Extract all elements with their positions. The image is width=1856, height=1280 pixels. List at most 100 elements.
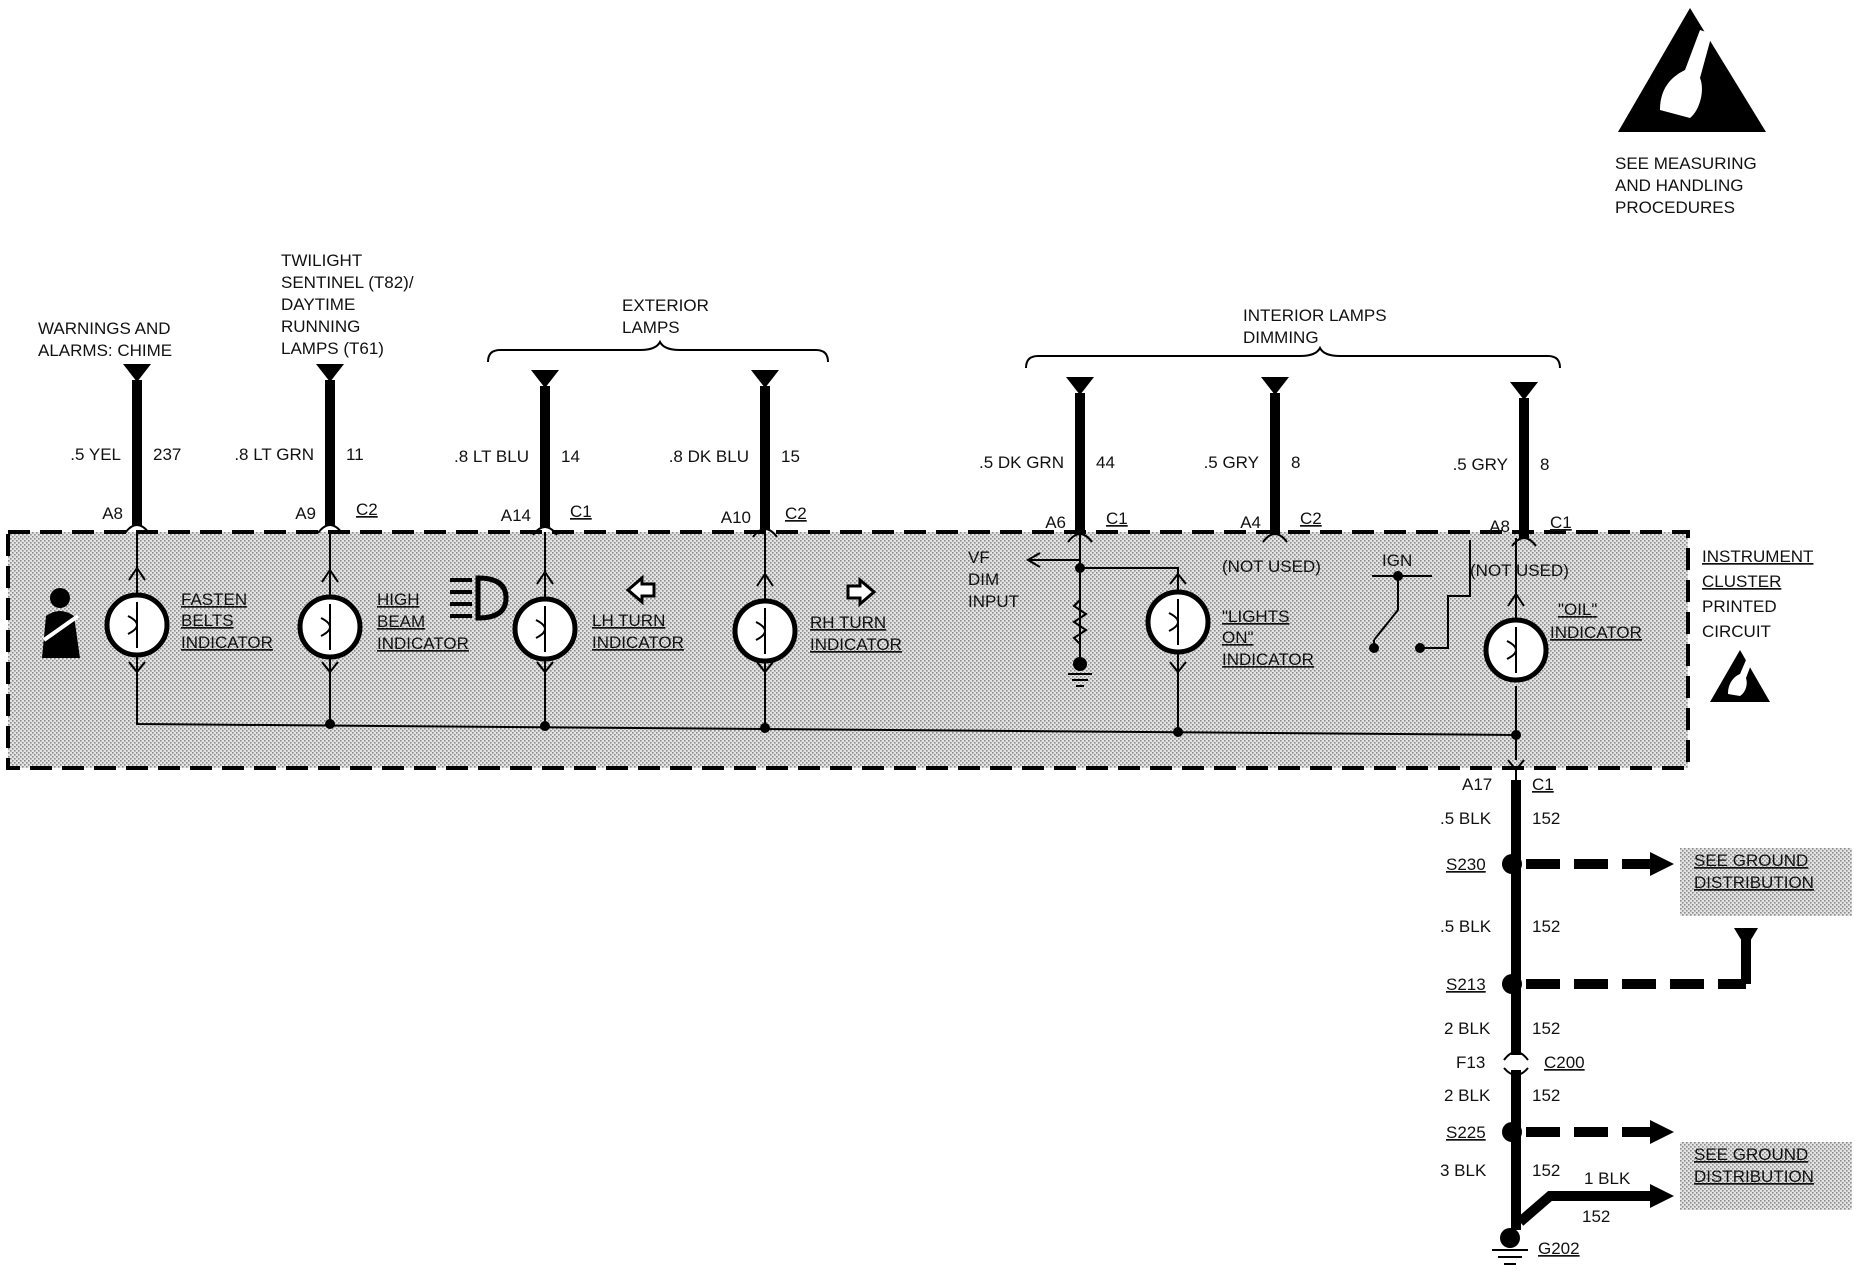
high-beam-label-2: BEAM [377,612,425,631]
cluster-label-line2: CLUSTER [1702,572,1781,591]
rh-turn-label-1: RH TURN [810,613,886,632]
cluster-label-line3: PRINTED [1702,597,1777,616]
ground-seg5-gauge: 3 BLK [1440,1161,1487,1180]
internal-ground-bus [136,668,1519,736]
wire-pin-label: A6 [1045,513,1066,532]
ground-seg1-gauge: .5 BLK [1440,809,1492,828]
wire-terminal-icon [1510,382,1538,400]
ground-s213-label: S213 [1446,975,1486,994]
high-beam-label-1: HIGH [377,590,420,609]
wire-pin-label: A9 [295,504,316,523]
wire-pin-label: A8 [102,504,123,523]
fasten-label-2: BELTS [181,611,234,630]
lh-arrow-icon [625,574,656,606]
wire-connector-label: C1 [1550,513,1572,532]
wire-pin-label: A8 [1489,517,1510,536]
ground-seg5-circuit: 152 [1532,1161,1560,1180]
ground-f13-label: F13 [1456,1053,1485,1072]
connector-pin-icon [1511,537,1537,547]
wire-terminal-icon [123,364,151,382]
wire-circuit-label: 8 [1540,455,1549,474]
ground-branch-circuit: 152 [1582,1207,1610,1226]
ground-s230-label: S230 [1446,855,1486,874]
wire-gauge-label: .5 GRY [1204,453,1259,472]
lights-on-bulb-icon [1145,572,1211,674]
ground-ref-2-line1: SEE GROUND [1694,1145,1808,1164]
wire-pin-label: A10 [721,508,751,527]
wire-7: .5 GRY 8A8 C1 [1453,382,1572,547]
ground-branch-gauge: 1 BLK [1584,1169,1631,1188]
ground-g202-label: G202 [1538,1239,1580,1258]
high-beam-symbol-icon [450,575,509,621]
wire-circuit-label: 11 [346,445,364,464]
wire-gauge-label: .8 LT BLU [454,447,529,466]
ground-ref-box-1 [1680,848,1852,916]
ground-s225-label: S225 [1446,1123,1486,1142]
ground-c200-label: C200 [1544,1053,1585,1072]
wire-connector-label: C2 [356,500,378,519]
ground-ref-1-line1: SEE GROUND [1694,851,1808,870]
wire-pin-label: A14 [501,506,531,525]
fasten-belts-bulb-icon [104,532,170,674]
wire-circuit-label: 237 [153,445,181,464]
ground-ref-2-line2: DISTRIBUTION [1694,1167,1814,1186]
wire-gauge-label: .5 YEL [70,445,121,464]
exterior-brace [487,339,829,363]
high-beam-label-3: INDICATOR [377,634,469,653]
cluster-label-line1: INSTRUMENT [1702,547,1813,566]
ign-switch [1369,540,1471,653]
wire-connector-label: C1 [1106,509,1128,528]
internal-ground-bus-2 [329,668,1517,760]
interior-brace [1025,345,1561,369]
exterior-label-line2: LAMPS [622,318,680,337]
wire-terminal-icon [1066,377,1094,395]
wire-terminal-icon [531,370,559,388]
ground-a17-label: A17 [1462,775,1492,794]
lh-turn-label-2: INDICATOR [592,633,684,652]
ground-seg4-gauge: 2 BLK [1444,1086,1491,1105]
interior-label-line1: INTERIOR LAMPS [1243,306,1387,325]
wire-gauge-label: .5 GRY [1453,455,1508,474]
oil-label-1: "OIL" [1558,600,1597,619]
wire-circuit-label: 8 [1291,453,1300,472]
ground-c1-label: C1 [1532,775,1554,794]
wire-pin-label: A4 [1240,513,1261,532]
connector-pin-icon [124,524,150,534]
wire-terminal-icon [751,370,779,388]
wire-gauge-label: .8 LT GRN [234,445,314,464]
esd-small-icon [1710,650,1770,702]
bus-junction-dots [325,719,1521,740]
ground-seg3-circuit: 152 [1532,1019,1560,1038]
fasten-label-3: INDICATOR [181,633,273,652]
connector-pin-icon [532,526,558,536]
oil-label-2: INDICATOR [1550,623,1642,642]
twilight-label-line2: SENTINEL (T82)/ [281,273,414,292]
exterior-label-line1: EXTERIOR [622,296,709,315]
wire-circuit-label: 15 [781,447,800,466]
wire-circuit-label: 44 [1096,453,1115,472]
high-beam-bulb-icon [297,532,363,674]
cluster-label-line4: CIRCUIT [1702,622,1771,641]
ground-path [1492,759,1758,1265]
ground-seg4-circuit: 152 [1532,1086,1560,1105]
connector-pin-icon [1262,533,1288,543]
vf-dim-label-1: VF [968,548,990,567]
fasten-label-1: FASTEN [181,590,247,609]
wire-connector-label: C1 [570,502,592,521]
ign-label: IGN [1382,551,1412,570]
twilight-label-line3: DAYTIME [281,295,355,314]
connector-pin-icon [317,524,343,534]
wire-gauge-label: .8 DK BLU [669,447,749,466]
lights-on-label-3: INDICATOR [1222,650,1314,669]
oil-bulb-icon [1483,538,1549,683]
ground-seg1-circuit: 152 [1532,809,1560,828]
interior-label-line2: DIMMING [1243,328,1319,347]
connector-pin-icon [752,528,778,538]
